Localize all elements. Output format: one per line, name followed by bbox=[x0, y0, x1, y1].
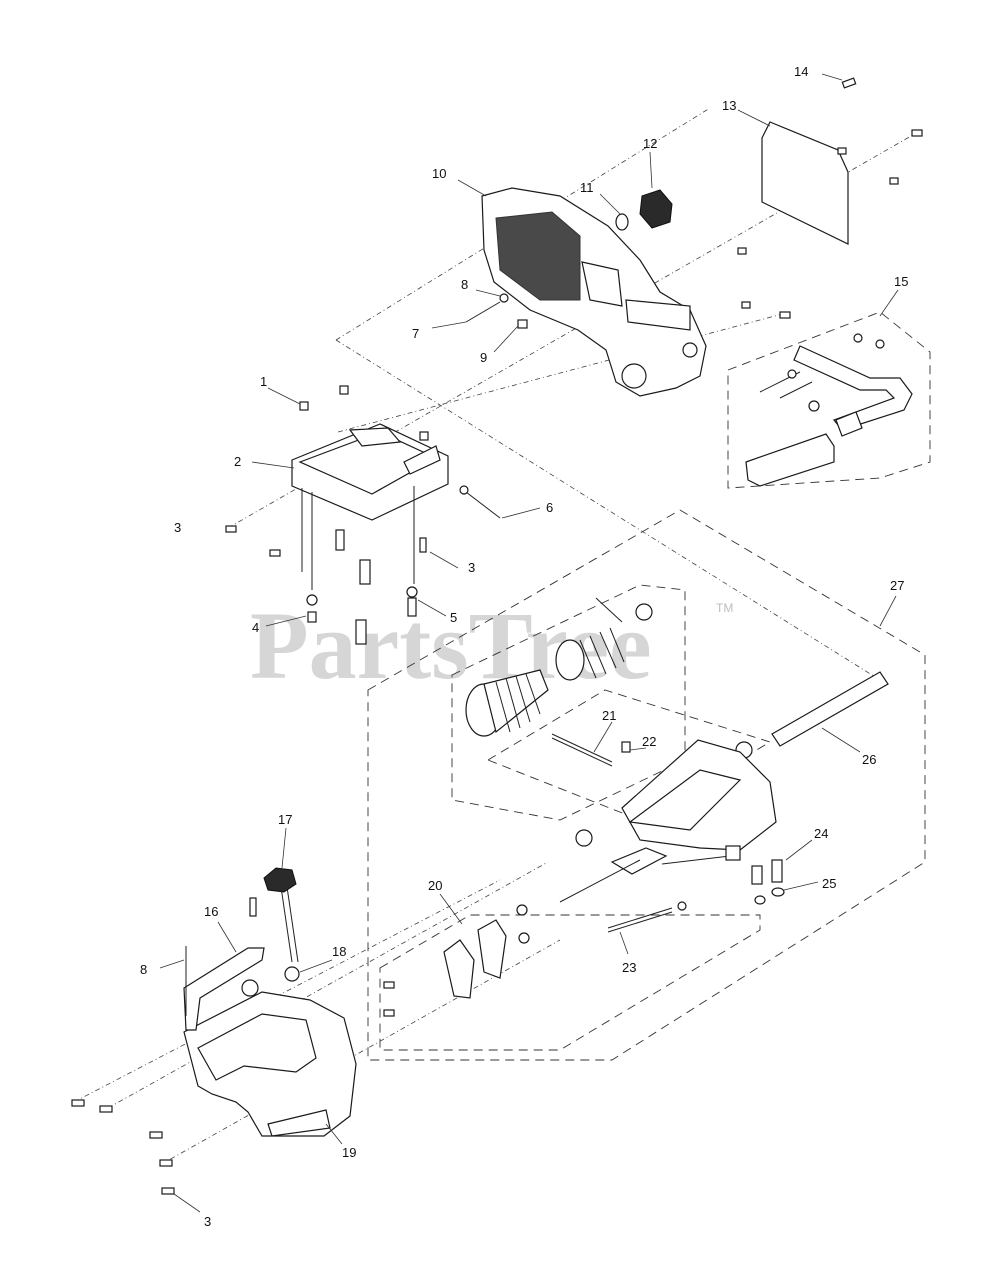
part-14-screw bbox=[841, 77, 857, 89]
frame-screw-a bbox=[737, 247, 747, 255]
bracket-screw-d bbox=[159, 1159, 173, 1167]
lever-pin bbox=[249, 897, 257, 917]
assembly-27-border bbox=[367, 509, 926, 1061]
part-25-washer-b bbox=[754, 895, 766, 905]
part-12-knob bbox=[639, 189, 673, 229]
callout-22: 22 bbox=[642, 734, 656, 749]
lower-bracket-border bbox=[379, 914, 761, 1051]
part-23-bolt bbox=[607, 901, 687, 933]
part-25-washer bbox=[771, 887, 785, 897]
callout-1: 1 bbox=[260, 374, 267, 389]
callout-6: 6 bbox=[546, 500, 553, 515]
callout-17: 17 bbox=[278, 812, 292, 827]
callout-23: 23 bbox=[622, 960, 636, 975]
latch-screw-a bbox=[383, 981, 395, 989]
spring-large bbox=[465, 669, 549, 737]
callout-15: 15 bbox=[894, 274, 908, 289]
part-3-screw bbox=[225, 525, 237, 533]
callout-14: 14 bbox=[794, 64, 808, 79]
callout-24: 24 bbox=[814, 826, 828, 841]
part-5-hardware bbox=[406, 486, 418, 617]
callout-3-left: 3 bbox=[174, 520, 181, 535]
assembly-15-border bbox=[727, 311, 931, 489]
part-20-latch bbox=[443, 904, 530, 999]
axis-line-lower-2 bbox=[159, 939, 561, 1166]
part-6-bolt bbox=[459, 485, 501, 519]
part-16-lever bbox=[183, 947, 265, 1031]
callout-26: 26 bbox=[862, 752, 876, 767]
part-21-pin bbox=[551, 733, 613, 767]
callout-8-bottom: 8 bbox=[140, 962, 147, 977]
part-11-washer bbox=[615, 213, 629, 231]
callout-9: 9 bbox=[480, 350, 487, 365]
plate-screw-b bbox=[889, 177, 899, 185]
bracket-screw-c bbox=[149, 1131, 163, 1139]
callout-12: 12 bbox=[643, 136, 657, 151]
part-2-base-plate bbox=[291, 423, 449, 521]
bracket-screw-b bbox=[99, 1105, 113, 1113]
base-bolt-2 bbox=[419, 431, 429, 441]
callout-8-top: 8 bbox=[461, 277, 468, 292]
callout-2: 2 bbox=[234, 454, 241, 469]
callout-4: 4 bbox=[252, 620, 259, 635]
callout-5: 5 bbox=[450, 610, 457, 625]
callout-3-mid: 3 bbox=[468, 560, 475, 575]
part-17-knob bbox=[263, 867, 299, 963]
part-4-hardware bbox=[301, 488, 371, 645]
callout-20: 20 bbox=[428, 878, 442, 893]
callout-labels: 14 13 12 10 11 8 7 9 15 1 2 6 3 3 4 5 27… bbox=[140, 64, 908, 1229]
part-3-lower-screw bbox=[161, 1187, 175, 1195]
callout-18: 18 bbox=[332, 944, 346, 959]
callout-19: 19 bbox=[342, 1145, 356, 1160]
leader-lines bbox=[159, 73, 899, 1213]
part-26-rod bbox=[735, 671, 889, 759]
callout-11: 11 bbox=[580, 180, 594, 195]
part-10-housing bbox=[481, 187, 707, 397]
plate-screw-c bbox=[911, 129, 923, 137]
pin-subassembly-border bbox=[486, 689, 772, 821]
watermark-text: PartsTree bbox=[250, 592, 652, 699]
callout-16: 16 bbox=[204, 904, 218, 919]
axis-line-lower bbox=[107, 861, 549, 1109]
callout-25: 25 bbox=[822, 876, 836, 891]
bracket-screw-a bbox=[71, 1099, 85, 1107]
part-22-clip bbox=[621, 741, 631, 753]
part-24-pin-b bbox=[751, 865, 763, 885]
part-8-screw bbox=[465, 293, 509, 323]
part-19-bracket bbox=[183, 979, 357, 1137]
frame-screw-b bbox=[741, 301, 751, 309]
axis-line-diagonal bbox=[335, 339, 881, 681]
part-15-handle bbox=[745, 333, 913, 487]
axis-line-lower-3 bbox=[73, 879, 501, 1103]
linkage-frame bbox=[559, 739, 777, 903]
part-3-screw-b bbox=[269, 549, 281, 557]
axis-line-base bbox=[337, 311, 791, 433]
watermark-trademark: TM bbox=[716, 601, 733, 615]
callout-27: 27 bbox=[890, 578, 904, 593]
callout-3-bottom: 3 bbox=[204, 1214, 211, 1229]
part-1-bolt bbox=[299, 401, 309, 411]
base-bolt bbox=[339, 385, 349, 395]
callout-21: 21 bbox=[602, 708, 616, 723]
part-18-nut bbox=[284, 966, 300, 982]
frame-screw-c bbox=[779, 311, 791, 319]
callout-13: 13 bbox=[722, 98, 736, 113]
plate-screw-a bbox=[837, 147, 847, 155]
part-3-pin bbox=[419, 537, 427, 553]
part-13-plate bbox=[761, 121, 849, 245]
spring-small bbox=[555, 597, 653, 681]
part-9-nut bbox=[517, 319, 528, 329]
callout-7: 7 bbox=[412, 326, 419, 341]
callout-10: 10 bbox=[432, 166, 446, 181]
latch-screw-b bbox=[383, 1009, 395, 1017]
part-24-pin bbox=[771, 859, 783, 883]
